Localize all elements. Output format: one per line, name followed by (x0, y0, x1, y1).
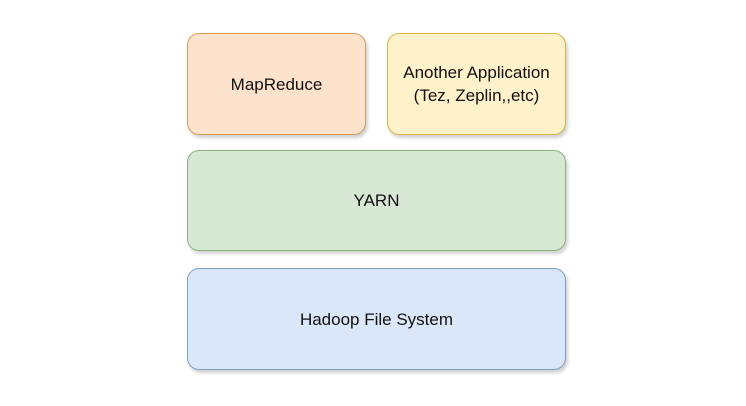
hadoop-file-system-label: Hadoop File System (299, 309, 454, 329)
mapreduce-box: MapReduce (187, 33, 366, 135)
mapreduce-label: MapReduce (230, 74, 323, 94)
another-application-box: Another Application (Tez, Zeplin,,etc) (387, 33, 566, 135)
yarn-label: YARN (353, 191, 400, 210)
another-application-label: Another Application (Tez, Zeplin,,etc) (403, 63, 550, 105)
hadoop-file-system-box: Hadoop File System (187, 268, 566, 370)
yarn-box: YARN (187, 150, 566, 251)
